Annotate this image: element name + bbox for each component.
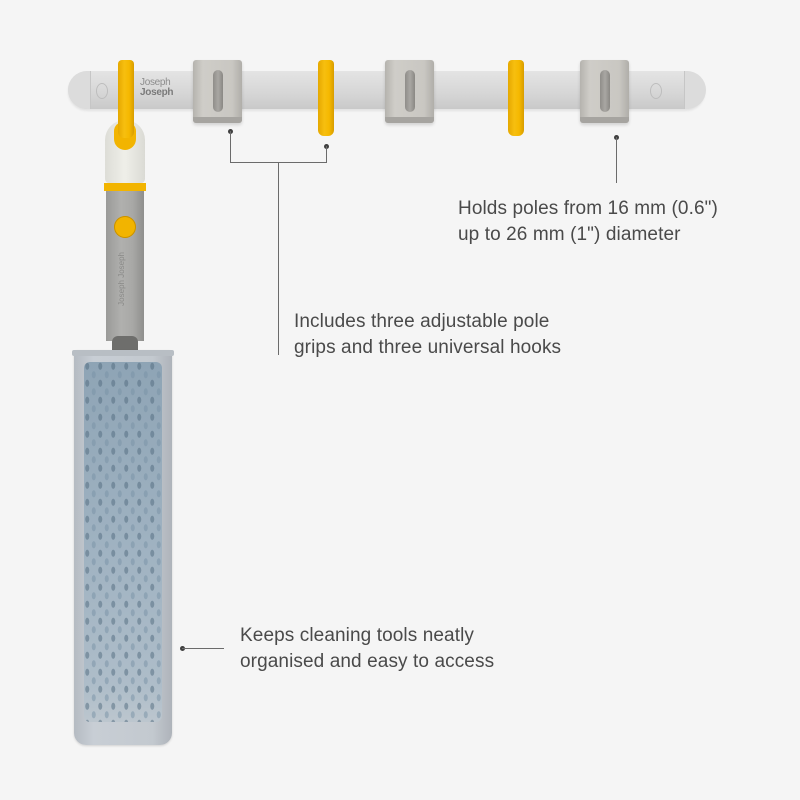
- callout-pole-size: Holds poles from 16 mm (0.6") up to 26 m…: [458, 196, 718, 248]
- rail-end-cap-left: [68, 71, 91, 109]
- pole-grip-3: [580, 60, 629, 123]
- brand-logo-line1: Joseph: [140, 77, 171, 88]
- sleeve-rim: [72, 350, 174, 356]
- callout-line: [182, 648, 224, 649]
- microfibre-mop-head: [84, 362, 162, 722]
- callout-organised-line1: Keeps cleaning tools neatly: [240, 625, 475, 646]
- callout-pole-size-line2: up to 26 mm (1") diameter: [458, 224, 681, 245]
- callout-included-line2: grips and three universal hooks: [294, 337, 562, 358]
- tool-collar: [104, 183, 146, 191]
- rail-end-cap-right: [684, 71, 706, 109]
- tool-brand-text: Joseph Joseph: [117, 252, 126, 306]
- tool-neck: [112, 336, 138, 350]
- callout-line: [326, 146, 327, 163]
- pole-grip-1: [193, 60, 242, 123]
- pole-grip-2: [385, 60, 434, 123]
- screw-icon: [650, 83, 662, 99]
- release-button-icon: [114, 216, 136, 238]
- callout-line: [230, 131, 231, 163]
- callout-organised-line2: organised and easy to access: [240, 651, 495, 672]
- callout-included-line1: Includes three adjustable pole: [294, 311, 550, 332]
- screw-icon: [96, 83, 108, 99]
- universal-hook-3: [508, 60, 524, 136]
- callout-line: [616, 137, 617, 183]
- callout-line: [278, 162, 279, 355]
- brand-logo: Joseph Joseph: [140, 77, 174, 98]
- callout-pole-size-line1: Holds poles from 16 mm (0.6"): [458, 198, 718, 219]
- brand-logo-line2: Joseph: [140, 87, 174, 98]
- callout-organised: Keeps cleaning tools neatly organised an…: [240, 623, 494, 675]
- callout-included: Includes three adjustable pole grips and…: [294, 309, 561, 361]
- universal-hook-1: [118, 60, 134, 138]
- universal-hook-2: [318, 60, 334, 136]
